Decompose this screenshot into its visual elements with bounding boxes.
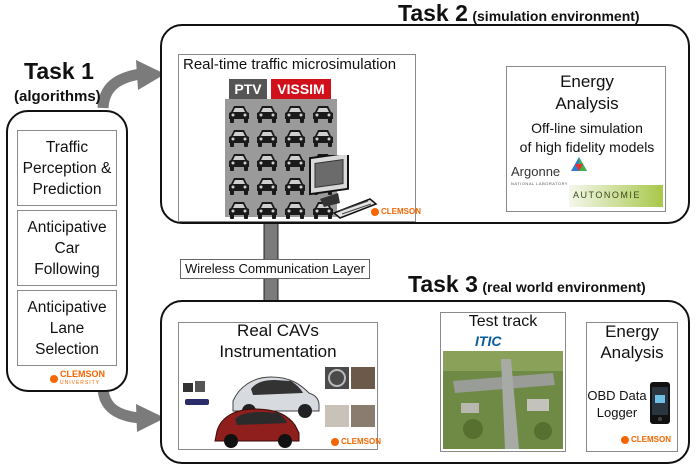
paw-icon (331, 437, 339, 446)
task2-subtitle: (simulation environment) (472, 8, 640, 24)
clemson-logo-text: CLEMSON (60, 369, 105, 379)
arrow-task1-to-task3-head (136, 404, 165, 432)
car-icon (284, 175, 306, 196)
task1-title: Task 1 (24, 58, 94, 84)
clemson-logo-text: CLEMSON (341, 437, 381, 446)
car-icon (256, 175, 278, 196)
argonne-triangle-icon (571, 157, 587, 171)
microsim-title: Real-time traffic microsimulation (183, 56, 397, 73)
argonne-logo-text: Argonne (511, 164, 561, 179)
task2-heading: Task 2 (simulation environment) (398, 0, 640, 26)
arrow-wireless-shaft (263, 211, 279, 303)
obd-logger-line1: OBD Data (587, 388, 647, 403)
computer-icon (309, 155, 378, 219)
energy-sim-description: Off-line simulation of high fidelity mod… (507, 119, 667, 157)
car-icon (228, 127, 250, 148)
autonomie-banner: AUTONOMIE (569, 185, 663, 207)
test-track-title: Test track (468, 313, 538, 330)
energy-sim-desc-line2: of high fidelity models (519, 139, 655, 155)
clemson-logo-text: CLEMSON (381, 207, 421, 216)
paw-icon (50, 375, 58, 383)
arrow-task1-to-task3 (97, 387, 141, 424)
car-icon (256, 103, 278, 124)
clemson-logo-microsim: CLEMSON (371, 207, 421, 216)
clemson-logo-energy: CLEMSON (621, 435, 671, 444)
real-cavs-title: Real CAVs Instrumentation (179, 320, 377, 362)
test-track-aerial-photo (443, 351, 563, 449)
autonomie-logo-text: AUTONOMIE (573, 190, 641, 200)
itic-logo: ITIC (475, 333, 501, 349)
ptv-badge: PTV (229, 79, 267, 99)
testing-label: Testing (380, 396, 426, 411)
energy-analysis-sim-panel: Energy Analysis Off-line simulation of h… (506, 66, 666, 212)
car-icon (284, 127, 306, 148)
car-icon (256, 127, 278, 148)
smartphone-icon (650, 382, 670, 424)
task1-subtitle: (algorithms) (14, 88, 101, 105)
argonne-logo-subtext: NATIONAL LABORATORY (511, 181, 569, 186)
wireless-communication-label: Wireless Communication Layer (180, 259, 370, 279)
task3-title: Task 3 (408, 271, 478, 297)
energy-sim-desc-line1: Off-line simulation (531, 120, 643, 136)
clemson-logo-subtext: UNIVERSITY (60, 380, 101, 386)
traffic-perception-label: Traffic Perception & Prediction (22, 138, 112, 198)
energy-sim-title-line1: Energy (560, 72, 614, 91)
task2-title: Task 2 (398, 0, 468, 26)
car-icon (284, 103, 306, 124)
energy-sim-title-line2: Analysis (555, 94, 619, 113)
real-cavs-title-line2: Instrumentation (219, 342, 337, 361)
car-icon (256, 199, 278, 220)
lane-selection-label: Anticipative Lane Selection (27, 298, 107, 358)
traffic-perception-box: Traffic Perception & Prediction (17, 130, 117, 206)
microsim-panel: Real-time traffic microsimulation PTV VI… (178, 54, 421, 222)
task3-subtitle: (real world environment) (482, 279, 646, 295)
energy-real-title: Energy Analysis (587, 321, 677, 363)
test-track-panel: Test track ITIC (440, 312, 566, 452)
car-icon (312, 127, 334, 148)
cavs-photo (183, 367, 375, 448)
car-icon (228, 103, 250, 124)
real-cavs-panel: Real CAVs Instrumentation CLEMSON (178, 320, 381, 450)
arrow-task1-to-task2 (97, 68, 142, 109)
car-icon (284, 199, 306, 220)
car-icon (284, 151, 306, 172)
obd-logger-label: OBD Data Logger (587, 387, 647, 421)
energy-real-title-line2: Analysis (600, 343, 664, 362)
car-icon (228, 175, 250, 196)
itic-logo-text: ITIC (475, 333, 502, 349)
clemson-logo-cavs: CLEMSON (331, 437, 381, 446)
car-following-box: Anticipative Car Following (17, 210, 117, 286)
energy-real-title-line1: Energy (605, 322, 659, 341)
vissim-badge: VISSIM (271, 79, 331, 99)
energy-analysis-real-panel: Energy Analysis OBD Data Logger CLEMSON (586, 322, 678, 452)
task1-container: Traffic Perception & Prediction Anticipa… (6, 110, 128, 392)
arrow-task1-to-task2-head (136, 60, 165, 90)
real-cavs-title-line1: Real CAVs (237, 321, 319, 340)
lane-selection-box: Anticipative Lane Selection (17, 290, 117, 366)
car-icon (228, 151, 250, 172)
task3-heading: Task 3 (real world environment) (408, 271, 646, 297)
paw-icon (621, 435, 629, 444)
energy-sim-title: Energy Analysis (507, 71, 667, 115)
car-icon (312, 103, 334, 124)
obd-logger-line2: Logger (596, 405, 638, 420)
car-following-label: Anticipative Car Following (27, 218, 107, 278)
car-icon (228, 199, 250, 220)
paw-icon (371, 207, 379, 216)
car-icon (256, 151, 278, 172)
argonne-logo: Argonne NATIONAL LABORATORY (511, 163, 568, 186)
clemson-logo-text: CLEMSON (631, 435, 671, 444)
